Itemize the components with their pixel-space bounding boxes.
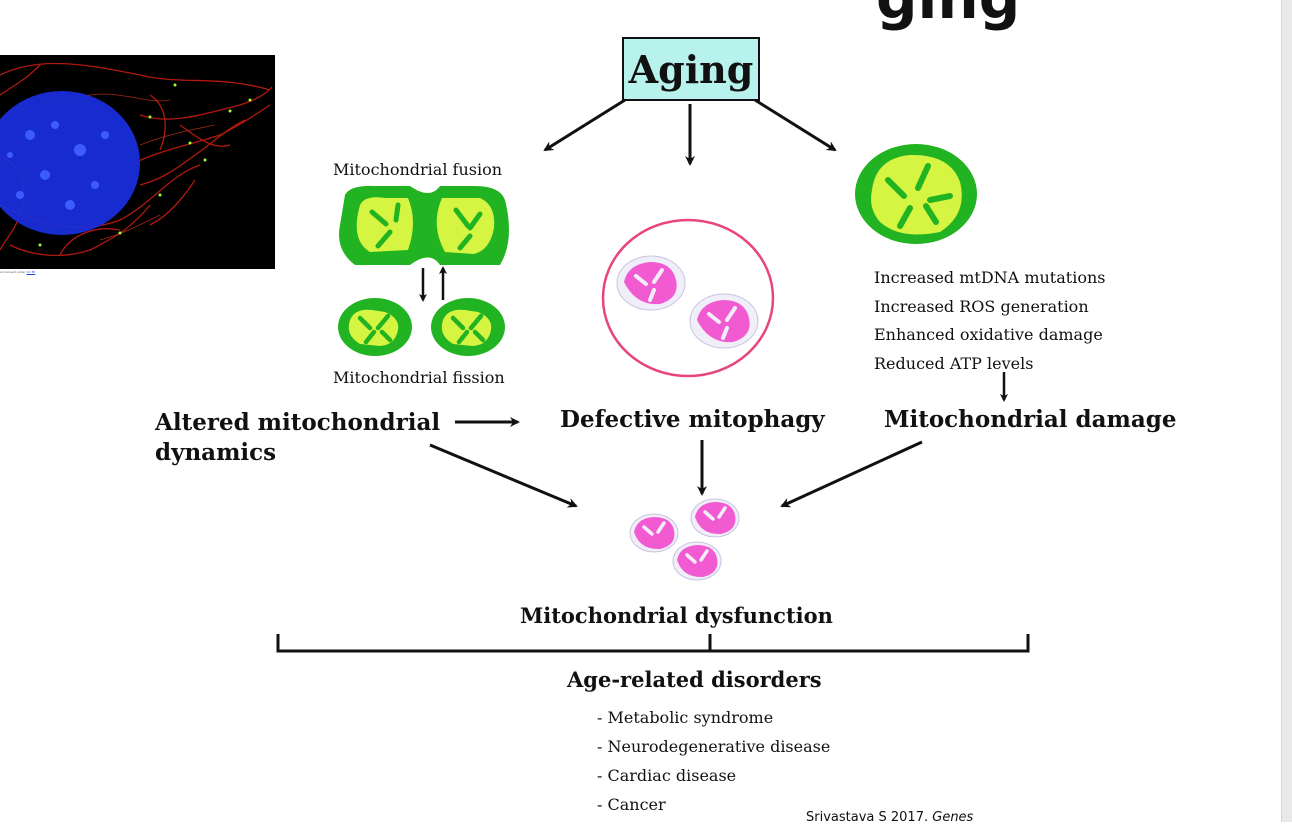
mitophagy-lysosome xyxy=(601,218,775,378)
arrow-aging-to-dynamics xyxy=(543,98,626,152)
disorder-item: - Cardiac disease xyxy=(597,766,737,785)
citation-author: Srivastava S 2017. xyxy=(806,810,929,825)
defective-mitophagy-label: Defective mitophagy xyxy=(560,406,825,433)
damage-factor: Enhanced oxidative damage xyxy=(874,325,1103,344)
arrow-aging-to-damage xyxy=(754,98,837,152)
altered-dynamics-line1: Altered mitochondrial xyxy=(155,409,441,436)
disorders-bracket xyxy=(276,634,1030,653)
damage-factor: Reduced ATP levels xyxy=(874,353,1034,373)
mitochondrial-dysfunction-label: Mitochondrial dysfunction xyxy=(520,603,833,628)
fused-mitochondrion xyxy=(339,185,509,265)
license-link[interactable]: CC BY xyxy=(26,270,36,274)
mitochondria-micrograph xyxy=(0,55,275,269)
damage-factor: Increased ROS generation xyxy=(874,296,1089,316)
disorder-item: - Neurodegenerative disease xyxy=(597,737,831,756)
altered-dynamics-line2: dynamics xyxy=(155,439,277,466)
vertical-scrollbar[interactable] xyxy=(1281,0,1292,822)
dysfunctional-mitochondria-cluster xyxy=(629,498,740,581)
aging-box: Aging xyxy=(622,37,760,101)
fusion-label: Mitochondrial fusion xyxy=(333,160,503,179)
arrow-dynamics-to-dysfunction xyxy=(429,443,578,508)
fission-label: Mitochondrial fission xyxy=(333,368,505,387)
disorders-list: - Metabolic syndrome - Neurodegenerative… xyxy=(597,703,830,819)
photo-caption: is licensed under CC BY xyxy=(0,270,35,274)
mitochondrial-damage-label: Mitochondrial damage xyxy=(884,406,1177,433)
arrow-damage-to-dysfunction xyxy=(780,440,923,508)
age-related-disorders-title: Age-related disorders xyxy=(567,667,822,692)
fission-mitochondria xyxy=(338,298,505,356)
aging-label: Aging xyxy=(628,46,754,92)
slide-title: ging xyxy=(876,0,1020,32)
caption-text: is licensed under xyxy=(0,270,26,274)
disorder-item: - Cancer xyxy=(597,795,666,814)
altered-dynamics-label: Altered mitochondrial dynamics xyxy=(155,408,440,468)
damage-factors-list: Increased mtDNA mutations Increased ROS … xyxy=(874,264,1105,378)
citation: Srivastava S 2017. Genes xyxy=(806,810,973,825)
damaged-mitochondrion xyxy=(855,144,977,244)
damage-factor: Increased mtDNA mutations xyxy=(874,268,1106,287)
citation-journal: Genes xyxy=(932,810,974,825)
disorder-item: - Metabolic syndrome xyxy=(597,708,774,727)
